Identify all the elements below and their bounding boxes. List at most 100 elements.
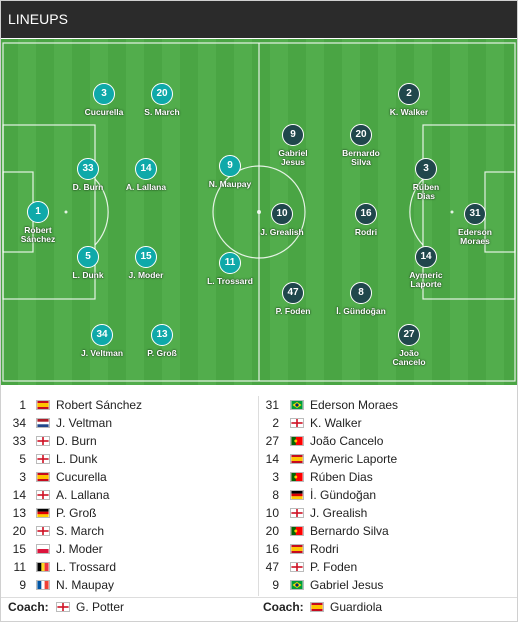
home-player-name[interactable]: N. Maupay — [56, 578, 115, 592]
home-player-number: 33 — [12, 434, 26, 448]
pitch-player-name: Ederson Moraes — [457, 227, 492, 246]
lineup-row: 34 J. Veltman 2 K. Walker — [0, 414, 518, 432]
away-player-flag — [290, 508, 304, 518]
pitch-player-name: J. Veltman — [80, 348, 124, 358]
home-player-flag — [36, 418, 50, 428]
away-player-number: 8 — [272, 488, 279, 502]
away-player-name[interactable]: Bernardo Silva — [310, 524, 389, 538]
away-player-name[interactable]: J. Grealish — [310, 506, 368, 520]
away-player-flag — [290, 418, 304, 428]
home-player-number: 1 — [19, 398, 26, 412]
away-player-name[interactable]: K. Walker — [310, 416, 362, 430]
home-player-name[interactable]: J. Moder — [56, 542, 103, 556]
away-player-number: 10 — [265, 506, 279, 520]
away-player-number: 20 — [265, 524, 279, 538]
home-player-flag — [36, 400, 50, 410]
away-player-name[interactable]: João Cancelo — [310, 434, 384, 448]
away-player-name[interactable]: Gabriel Jesus — [310, 578, 384, 592]
home-player-number: 5 — [19, 452, 26, 466]
home-player-flag — [36, 436, 50, 446]
home-player-flag — [36, 490, 50, 500]
pitch-player-name: L. Dunk — [72, 270, 104, 280]
away-player-flag — [290, 490, 304, 500]
pitch-player-name: J. Grealish — [260, 227, 304, 237]
away-player-name[interactable]: P. Foden — [310, 560, 358, 574]
away-player-number: 3 — [272, 470, 279, 484]
home-player-name[interactable]: L. Trossard — [56, 560, 117, 574]
pitch-player-name: Cucurella — [84, 107, 124, 117]
home-player-name[interactable]: Cucurella — [56, 470, 107, 484]
pitch-player-name: P. Foden — [275, 306, 311, 316]
home-player-number: 20 — [12, 524, 26, 538]
away-player-number: 9 — [272, 578, 279, 592]
pitch-player-name: Rodri — [354, 227, 378, 237]
lineup-row: 3 Cucurella 3 Rúben Dias — [0, 468, 518, 486]
away-player-flag — [290, 400, 304, 410]
home-player-flag — [36, 508, 50, 518]
home-player-flag — [36, 472, 50, 482]
away-player-number: 16 — [265, 542, 279, 556]
away-player-number: 31 — [265, 398, 279, 412]
home-player-name[interactable]: D. Burn — [56, 434, 97, 448]
away-player-number: 2 — [272, 416, 279, 430]
home-player-number: 15 — [12, 542, 26, 556]
away-player-name[interactable]: Rodri — [310, 542, 339, 556]
shirt-number: 20 — [151, 83, 173, 105]
home-player-number: 3 — [19, 470, 26, 484]
shirt-number: 15 — [135, 246, 157, 268]
away-coach-label: Coach: — [263, 600, 304, 614]
pitch-player-name: İ. Gündoğan — [336, 306, 386, 316]
home-player-name[interactable]: A. Lallana — [56, 488, 110, 502]
away-pitch-player[interactable]: 47 P. Foden — [248, 282, 338, 316]
shirt-number: 3 — [415, 158, 437, 180]
home-pitch-player[interactable]: 14 A. Lallana — [101, 158, 191, 192]
home-player-name[interactable]: P. Groß — [56, 506, 97, 520]
home-player-number: 34 — [12, 416, 26, 430]
pitch-player-name: A. Lallana — [125, 182, 167, 192]
shirt-number: 14 — [415, 246, 437, 268]
shirt-number: 33 — [77, 158, 99, 180]
away-player-number: 27 — [265, 434, 279, 448]
home-player-name[interactable]: Robert Sánchez — [56, 398, 143, 412]
home-player-name[interactable]: L. Dunk — [56, 452, 98, 466]
home-pitch-player[interactable]: 20 S. March — [117, 83, 207, 117]
home-player-name[interactable]: S. March — [56, 524, 105, 538]
away-player-name[interactable]: Ederson Moraes — [310, 398, 399, 412]
pitch-player-name: Gabriel Jesus — [278, 148, 308, 167]
shirt-number: 14 — [135, 158, 157, 180]
home-player-name[interactable]: J. Veltman — [56, 416, 113, 430]
away-player-name[interactable]: Rúben Dias — [310, 470, 373, 484]
shirt-number: 11 — [219, 252, 241, 274]
away-player-name[interactable]: Aymeric Laporte — [310, 452, 398, 466]
lineup-row: 15 J. Moder 16 Rodri — [0, 540, 518, 558]
shirt-number: 47 — [282, 282, 304, 304]
away-player-name[interactable]: İ. Gündoğan — [310, 488, 377, 502]
home-player-flag — [36, 562, 50, 572]
pitch-player-name: S. March — [144, 107, 180, 117]
pitch-player-name: João Cancelo — [392, 348, 426, 367]
away-player-flag — [290, 580, 304, 590]
